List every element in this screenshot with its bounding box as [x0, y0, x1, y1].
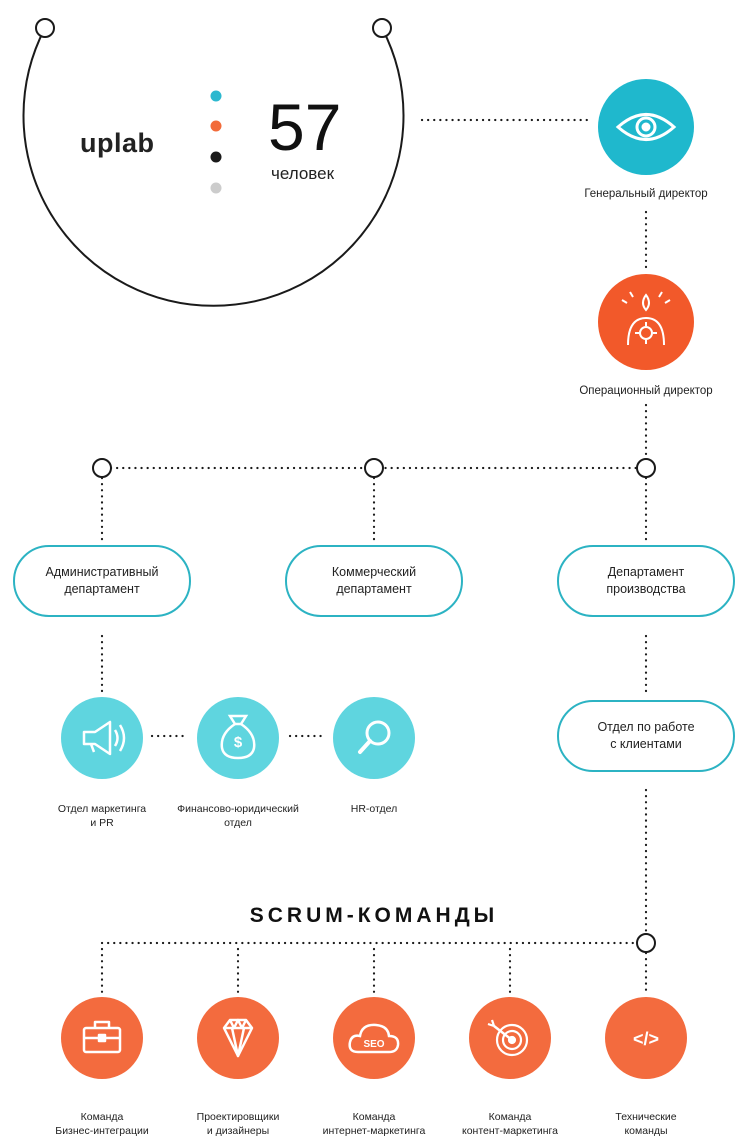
employee-count: 57	[268, 90, 342, 164]
team-design-label: Проектировщики и дизайнеры	[196, 1111, 280, 1137]
briefcase-icon	[82, 1020, 122, 1054]
hr-node	[333, 697, 415, 779]
marketing-label: Отдел маркетинга и PR	[57, 803, 147, 829]
megaphone-icon	[82, 720, 126, 756]
team-design-node	[197, 997, 279, 1079]
seo-icon-text: SEO	[363, 1039, 384, 1050]
company-logo: uplab	[80, 128, 155, 158]
magnifier-icon	[358, 720, 391, 754]
marketing-node	[61, 697, 143, 779]
ceo-label: Генеральный директор	[584, 188, 708, 200]
diamond-icon	[222, 1018, 254, 1058]
eye-icon	[615, 113, 677, 141]
coo-label: Операционный директор	[579, 385, 713, 397]
team-content-marketing-label: Команда контент-маркетинга	[462, 1111, 558, 1137]
header-circle-arc	[22, 27, 405, 307]
money-bag-dollar-glyph: $	[234, 734, 243, 751]
target-icon	[487, 1019, 529, 1057]
seo-cloud-icon	[348, 1023, 400, 1054]
team-business-label: Команда Бизнес-интеграции	[55, 1111, 149, 1137]
employee-unit: человек	[271, 164, 335, 183]
hr-label: HR-отдел	[350, 803, 398, 815]
team-technical-label: Технические команды	[615, 1111, 677, 1137]
finance-label: Финансово-юридический отдел	[177, 803, 299, 829]
team-internet-marketing-node	[333, 997, 415, 1079]
legend-dot-teal	[210, 90, 222, 102]
finance-node	[197, 697, 279, 779]
arc-end-node-right	[372, 18, 392, 38]
commercial-department: Коммерческий департамент	[285, 545, 463, 617]
legend-dot-orange	[210, 120, 222, 132]
money-bag-icon	[220, 714, 256, 760]
scrum-title: SCRUM-КОМАНДЫ	[249, 904, 499, 927]
team-internet-marketing-label: Команда интернет-маркетинга	[322, 1111, 426, 1137]
junction-node-admin	[92, 458, 112, 478]
legend-dot-black	[210, 151, 222, 163]
junction-node-scrum	[636, 933, 656, 953]
gear-person-icon	[621, 291, 671, 346]
production-department: Департамент производства	[557, 545, 735, 617]
client-department: Отдел по работе с клиентами	[557, 700, 735, 772]
team-technical-node	[605, 997, 687, 1079]
admin-department: Административный департамент	[13, 545, 191, 617]
legend-dot-gray	[210, 182, 222, 194]
arc-end-node-left	[35, 18, 55, 38]
junction-node-commercial	[364, 458, 384, 478]
code-icon: </>	[633, 1029, 659, 1049]
junction-node-production	[636, 458, 656, 478]
